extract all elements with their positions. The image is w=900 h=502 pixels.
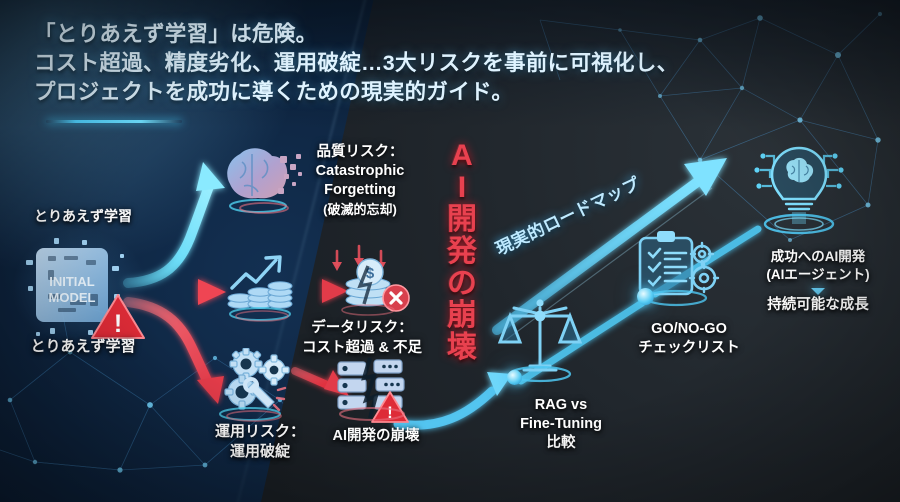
risk-ops-title: 運用リスク： bbox=[214, 423, 305, 440]
risk-data-title: データリスク： bbox=[311, 320, 413, 336]
initial-model-icon: INITIAL MODEL ! bbox=[10, 226, 150, 350]
warning-triangle-icon: ! bbox=[91, 294, 145, 339]
vertical-char-1: I bbox=[457, 171, 467, 204]
vertical-char-6: 壊 bbox=[447, 331, 477, 364]
vertical-char-5: 崩 bbox=[447, 299, 477, 332]
risk-ops-subtitle: 運用破綻 bbox=[229, 443, 290, 460]
sustainable-growth-label: 持続可能な成長 bbox=[767, 297, 869, 313]
coins-blocked-icon: $ bbox=[341, 258, 410, 316]
initial-model-bottom-label: とりあえず学習 bbox=[30, 338, 136, 355]
balance-scale-icon bbox=[497, 299, 583, 383]
vertical-char-0: A bbox=[451, 139, 473, 172]
risk-data-text: データリスク： コスト超過 & 不足 bbox=[288, 318, 436, 358]
risk-data-subtitle: コスト超過 & 不足 bbox=[301, 340, 423, 356]
clipboard-checklist-gears-icon bbox=[638, 231, 720, 307]
page-title: 「とりあえず学習」は危険。 コスト超過、精度劣化、運用破綻…3大リスクを事前に可… bbox=[34, 20, 724, 107]
header-shade bbox=[0, 0, 900, 128]
title-line-3: プロジェクトを成功に導くための現実的ガイド。 bbox=[34, 80, 514, 104]
coin-stack-growth-icon bbox=[227, 255, 293, 322]
warning-glyph: ! bbox=[114, 310, 122, 338]
success-label: 成功へのAI開発 (AIエージェント) bbox=[738, 248, 898, 284]
risk-ops-text: 運用リスク： 運用破綻 bbox=[190, 422, 330, 462]
vertical-char-2: 開 bbox=[447, 203, 477, 236]
step-rag-line-3: 比較 bbox=[546, 435, 576, 451]
lightbulb-brain-icon bbox=[754, 146, 844, 235]
node-dot-checklist bbox=[637, 288, 654, 305]
center-vertical-banner: A I 開 発 の 崩 壊 bbox=[433, 140, 491, 364]
success-line-1: 成功へのAI開発 bbox=[770, 249, 866, 264]
ai-collapse-label: AI開発の崩壊 bbox=[332, 428, 420, 444]
success-divider-triangle bbox=[811, 288, 825, 295]
success-line-2: (AIエージェント) bbox=[766, 267, 870, 282]
risk-quality-ja: (破滅的忘却) bbox=[323, 202, 397, 217]
vertical-char-4: の bbox=[447, 267, 477, 300]
risk-quality-text: 品質リスク： Catastrophic Forgetting (破滅的忘却) bbox=[300, 143, 420, 219]
step-gonogo-line-2: チェックリスト bbox=[638, 340, 740, 356]
step-rag-label: RAG vs Fine-Tuning 比較 bbox=[498, 396, 624, 453]
chip-label-line-2: MODEL bbox=[49, 290, 96, 305]
broken-server-icon: ! bbox=[337, 357, 409, 423]
risk-quality-en-1: Catastrophic bbox=[315, 163, 405, 179]
initial-model-top-label: とりあえず学習 bbox=[34, 208, 132, 224]
step-gonogo-line-1: GO/NO-GO bbox=[651, 321, 727, 337]
step-gonogo-label: GO/NO-GO チェックリスト bbox=[614, 320, 764, 358]
header-band bbox=[0, 0, 900, 128]
title-line-1: 「とりあえず学習」は危険。 bbox=[34, 22, 318, 46]
vertical-char-3: 発 bbox=[447, 235, 477, 268]
title-underline bbox=[46, 120, 182, 123]
risk-quality-title: 品質リスク： bbox=[316, 144, 404, 160]
title-line-2: コスト超過、精度劣化、運用破綻…3大リスクを事前に可視化し、 bbox=[34, 51, 679, 75]
fragmenting-brain-icon bbox=[227, 148, 302, 214]
dollar-glyph: $ bbox=[366, 265, 375, 282]
risk-quality-en-2: Forgetting bbox=[324, 182, 396, 198]
server-warning-glyph: ! bbox=[387, 403, 393, 422]
gear-wrench-icon bbox=[219, 348, 290, 422]
node-dot-scale bbox=[507, 370, 522, 385]
step-rag-line-1: RAG vs bbox=[534, 397, 588, 413]
chip-label-line-1: INITIAL bbox=[49, 274, 95, 289]
step-rag-line-2: Fine-Tuning bbox=[520, 416, 602, 432]
